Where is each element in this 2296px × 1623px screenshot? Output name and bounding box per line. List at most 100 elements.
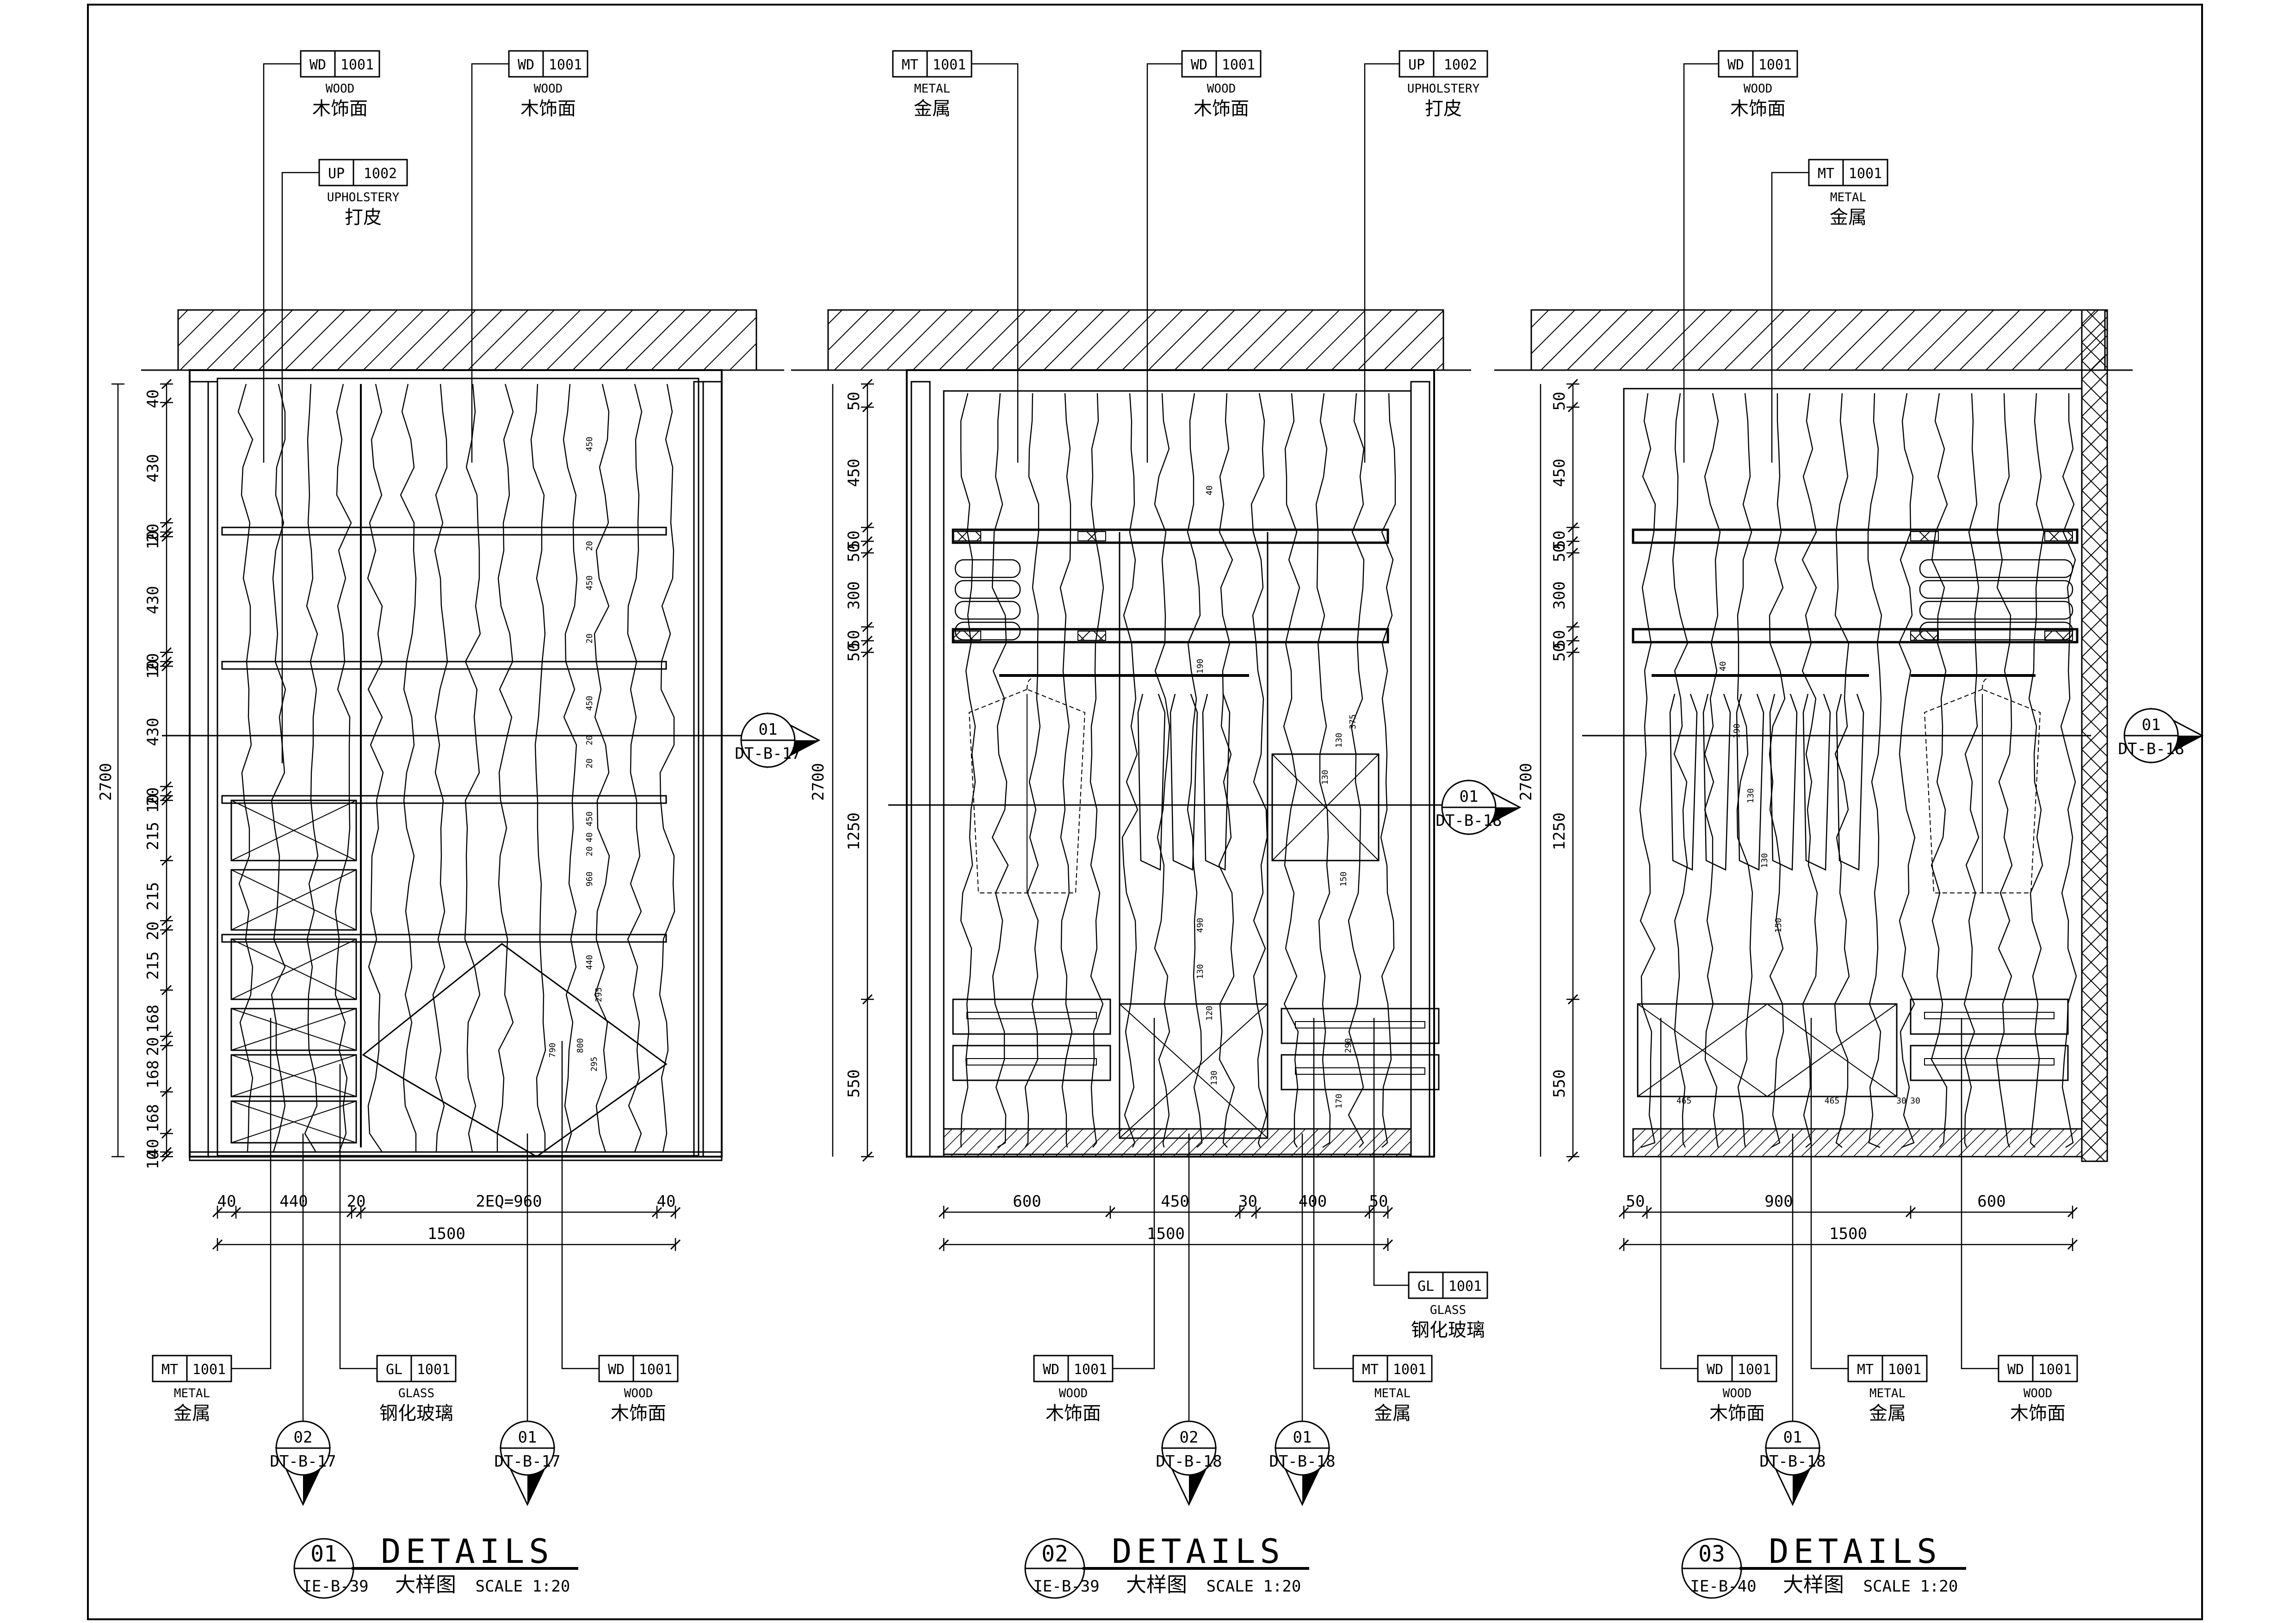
inner-dim: 450: [585, 437, 594, 452]
marker-ref: DT-B-18: [1156, 1452, 1222, 1471]
tag-english: WOOD: [2024, 1387, 2053, 1400]
leader-line: [281, 172, 319, 763]
dim-slash: [161, 1086, 172, 1097]
tag-english: WOOD: [534, 82, 563, 96]
shelf-end: [953, 531, 981, 541]
tag-code: MT: [902, 57, 918, 73]
grain-line: [1315, 393, 1331, 1148]
glass-display-box: [1271, 753, 1380, 861]
grain-line: [1898, 393, 1916, 1148]
dim-label: 40: [144, 390, 162, 409]
dim-label: 50: [1626, 1192, 1645, 1211]
inner-dim: 450: [585, 812, 594, 827]
title-chinese: 大样图: [1126, 1573, 1187, 1597]
grain-line: [1218, 393, 1235, 1148]
dim-label: 600: [1013, 1192, 1041, 1211]
side-strip: [702, 381, 723, 1158]
drawer-front: [1910, 998, 2069, 1035]
bay-diagonal: [1637, 1004, 1768, 1097]
tag-number: 1001: [1849, 166, 1882, 182]
dim-slash: [862, 621, 873, 632]
ceiling-slab: [1530, 309, 2106, 371]
side-strip: [1410, 381, 1430, 1158]
overall-height-dim: 2700: [809, 384, 834, 1157]
inner-dim: 440: [585, 955, 594, 970]
leader-line: [231, 1018, 272, 1369]
horizontal-dimension-chain: 1500: [938, 1225, 1393, 1251]
dim-slash: [1567, 647, 1578, 658]
tag-chinese: 木饰面: [1046, 1403, 1101, 1424]
drawer-handle: [966, 1012, 1097, 1019]
grain-line: [1250, 393, 1268, 1148]
panel-outline: [217, 378, 699, 1157]
title-ref: IE-B-39: [1033, 1577, 1099, 1596]
dim-slash: [161, 915, 172, 926]
folded-garment: [1802, 694, 1831, 871]
inner-dim: 375: [1348, 714, 1358, 730]
floor-strip: [189, 1151, 723, 1161]
cabinet-frame: [189, 369, 723, 1158]
folded-garment: [1202, 694, 1231, 871]
dim-slash: [1567, 536, 1578, 547]
dim-label: 20: [144, 653, 162, 672]
tag-english: WOOD: [1207, 82, 1236, 96]
drawer-handle: [1924, 1012, 2055, 1019]
inner-dim: 450: [585, 576, 594, 591]
leader-line: [263, 63, 301, 463]
plinth: [1632, 1128, 2083, 1158]
tag-code: WD: [518, 57, 534, 73]
drawer-box: [230, 1008, 357, 1051]
drawer-box: [230, 869, 357, 931]
tag-chinese: 打皮: [1425, 98, 1462, 119]
grain-line: [1121, 393, 1139, 1148]
drawer-diagonal: [231, 1054, 357, 1097]
inner-dim: 20: [585, 758, 594, 768]
dim-slash: [1567, 621, 1578, 632]
title-number: 03: [1698, 1541, 1725, 1567]
folded-stack: [1919, 601, 2073, 620]
dim-slash: [161, 1128, 172, 1139]
inner-dim: 295: [589, 1057, 599, 1072]
tag-code: WD: [1727, 57, 1744, 73]
inner-dim: 190: [1732, 724, 1742, 739]
dim-label: 450: [1161, 1192, 1189, 1211]
dim-slash: [1105, 1207, 1116, 1218]
dim-slash: [1567, 547, 1578, 558]
tag-english: UPHOLSTERY: [1407, 82, 1480, 96]
title-word: DETAILS: [1769, 1532, 1941, 1571]
dim-slash: [212, 1239, 223, 1250]
tag-english: METAL: [1869, 1387, 1906, 1400]
dim-slash: [1618, 1207, 1629, 1218]
dim-label: 20: [144, 922, 162, 941]
dim-label: 50: [845, 543, 863, 562]
inner-dim: 130: [1334, 733, 1344, 748]
tag-english: GLASS: [1430, 1303, 1466, 1317]
inner-dim: 790: [548, 1043, 557, 1058]
tag-number: 1001: [1758, 57, 1792, 73]
dim-slash: [161, 1146, 172, 1158]
leader-line: [1364, 63, 1399, 463]
leader-line: [1771, 172, 1809, 463]
tag-number: 1001: [1074, 1362, 1107, 1378]
tag-english: WOOD: [1744, 82, 1773, 96]
tag-code: MT: [161, 1362, 178, 1378]
tag-number: 1001: [1888, 1362, 1921, 1378]
side-strip: [207, 381, 218, 1158]
dim-slash: [161, 531, 172, 542]
overall-height-label: 2700: [1517, 763, 1535, 801]
tag-english: WOOD: [1723, 1387, 1752, 1400]
tag-number: 1001: [417, 1362, 450, 1378]
dim-slash: [161, 1151, 172, 1162]
drawer-handle: [1295, 1021, 1425, 1028]
grain-line: [2060, 393, 2077, 1148]
tag-chinese: 木饰面: [611, 1403, 666, 1424]
